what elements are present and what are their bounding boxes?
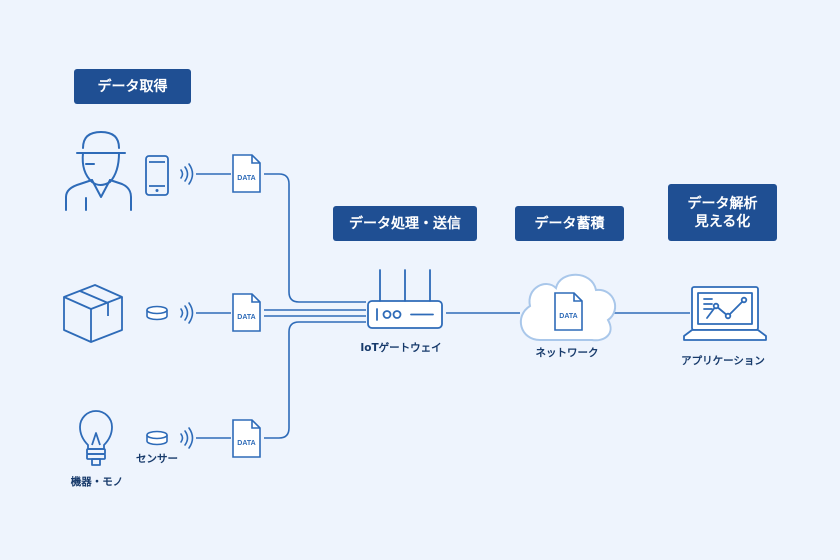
header-analysis: データ解析 見える化 bbox=[668, 184, 777, 241]
data-file-icon: DATA bbox=[232, 419, 261, 458]
connection-lines bbox=[196, 173, 690, 439]
data-file-icon: DATA bbox=[232, 293, 261, 332]
worker-icon bbox=[65, 131, 132, 211]
wireless-signal-icon bbox=[180, 427, 194, 449]
header-storage: データ蓄積 bbox=[515, 206, 624, 241]
wireless-signal-icon bbox=[180, 163, 194, 185]
data-file-icon: DATA bbox=[232, 154, 261, 193]
smartphone-icon bbox=[145, 155, 169, 196]
network-caption: ネットワーク bbox=[535, 347, 599, 359]
router-icon bbox=[367, 269, 443, 329]
sensor-caption: センサー bbox=[136, 453, 178, 465]
data-file-label: DATA bbox=[559, 313, 577, 320]
sensor-icon bbox=[146, 430, 168, 446]
header-analysis-line2: 見える化 bbox=[694, 213, 751, 230]
data-file-label: DATA bbox=[237, 440, 255, 447]
lightbulb-icon bbox=[79, 410, 113, 466]
application-caption: アプリケーション bbox=[681, 355, 765, 367]
header-processing: データ処理・送信 bbox=[333, 206, 477, 241]
laptop-chart-icon bbox=[683, 286, 767, 341]
header-data-acquisition: データ取得 bbox=[74, 69, 191, 104]
box-icon bbox=[63, 284, 123, 343]
data-file-icon: DATA bbox=[554, 292, 583, 331]
gateway-caption: IoTゲートウェイ bbox=[360, 342, 442, 354]
sensor-icon bbox=[146, 305, 168, 321]
connector-top-to-gateway bbox=[264, 173, 366, 303]
header-analysis-line1: データ解析 bbox=[687, 195, 758, 212]
data-file-label: DATA bbox=[237, 314, 255, 321]
connector-bottom-to-gateway bbox=[264, 321, 366, 439]
wireless-signal-icon bbox=[180, 302, 194, 324]
device-caption: 機器・モノ bbox=[70, 476, 124, 488]
data-file-label: DATA bbox=[237, 175, 255, 182]
